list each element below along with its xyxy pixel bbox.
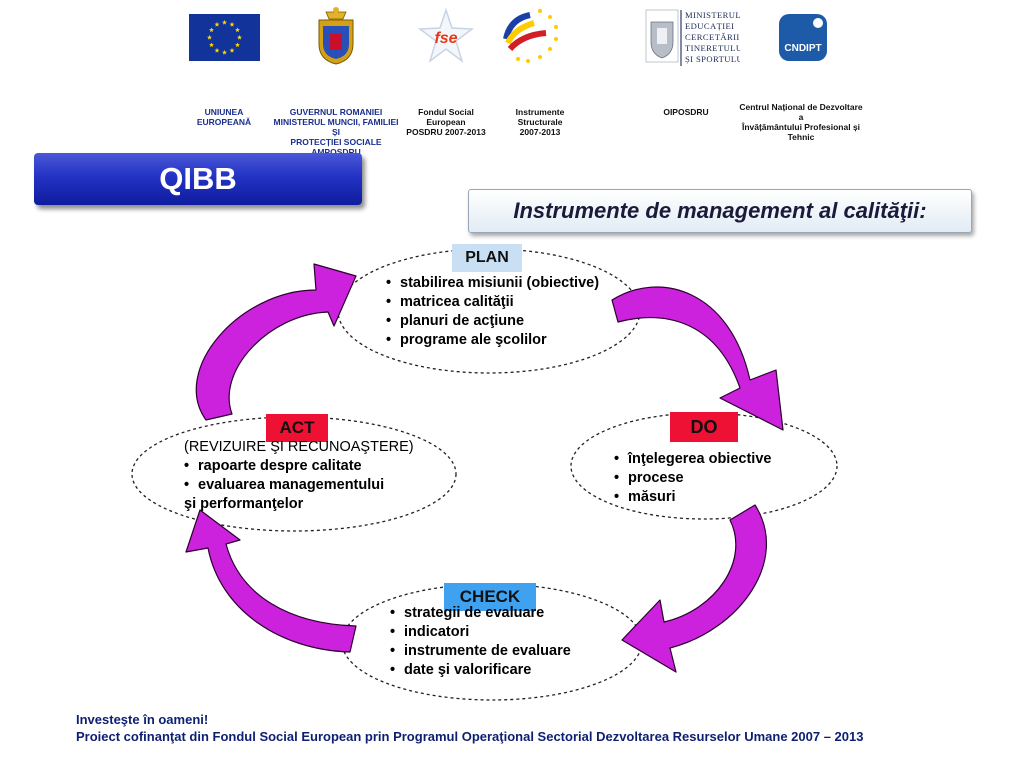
svg-text:CERCETĂRII: CERCETĂRII <box>685 32 740 42</box>
list-item: •înţelegerea obiective <box>614 451 772 467</box>
svg-text:TINERETULUI: TINERETULUI <box>685 43 740 53</box>
eu-star-icon <box>235 27 240 33</box>
check-items: •strategii de evaluare •indicatori •inst… <box>390 604 571 680</box>
svg-text:fse: fse <box>434 30 457 47</box>
eu-star-icon <box>207 34 212 40</box>
act-label: ACT <box>266 414 328 442</box>
caption-cndipt: Centrul Național de Dezvoltare a Învățăm… <box>739 102 863 142</box>
caption-structural-instruments: Instrumente Structurale 2007-2013 <box>515 107 565 137</box>
page-title: QIBB <box>34 153 362 205</box>
list-item: •date şi valorificare <box>390 662 532 678</box>
plan-label: PLAN <box>452 244 522 272</box>
list-item: •planuri de acţiune <box>386 313 525 329</box>
eu-star-icon <box>235 42 240 48</box>
fse-star-logo-icon: fse <box>417 7 475 64</box>
check-label: CHECK <box>444 583 536 611</box>
act-continuation: şi performanţelor <box>184 496 304 512</box>
eu-star-icon <box>237 34 242 40</box>
eu-star-icon <box>214 21 220 27</box>
svg-text:CNDIPT: CNDIPT <box>784 43 821 54</box>
ministry-logo-icon: MINISTERUL EDUCAȚIEI CERCETĂRII TINERETU… <box>645 8 746 68</box>
list-item: •rapoarte despre calitate <box>184 458 362 474</box>
cndipt-logo-icon: CNDIPT <box>778 13 828 62</box>
eu-star-icon <box>229 21 235 27</box>
diagram-subtitle: Instrumente de management al calităţii: <box>468 189 972 233</box>
arrow-plan-to-do <box>611 286 784 431</box>
act-items: (REVIZUIRE ŞI RECUNOAŞTERE) •rapoarte de… <box>184 438 414 514</box>
caption-fse: Fondul Social European POSDRU 2007-2013 <box>406 107 486 137</box>
romania-coat-of-arms-icon <box>313 6 359 66</box>
list-item: •măsuri <box>614 489 676 505</box>
eu-star-icon <box>209 42 214 48</box>
eu-star-icon <box>209 27 214 33</box>
eu-star-icon <box>222 19 227 25</box>
caption-eu: UNIUNEA EUROPEANĂ <box>196 107 252 127</box>
eu-star-icon <box>214 47 220 53</box>
list-item: •evaluarea managementului <box>184 477 385 493</box>
structural-instruments-logo-icon <box>500 5 562 67</box>
caption-oiposdru: OIPOSDRU <box>663 107 709 117</box>
list-item: •strategii de evaluare <box>390 605 545 621</box>
footer-project-note: Proiect cofinanţat din Fondul Social Eur… <box>76 729 864 744</box>
arrow-do-to-check <box>621 504 767 673</box>
plan-items: •stabilirea misiunii (obiective) •matric… <box>386 274 599 350</box>
caption-government: GUVERNUL ROMANIEI MINISTERUL MUNCII, FAM… <box>273 107 399 157</box>
list-item: •indicatori <box>390 624 470 640</box>
do-label: DO <box>670 412 738 442</box>
list-item: •stabilirea misiunii (obiective) <box>386 275 600 291</box>
svg-text:EDUCAȚIEI: EDUCAȚIEI <box>685 21 734 32</box>
do-items: •înţelegerea obiective •procese •măsuri <box>614 450 771 507</box>
list-item: •matricea calităţii <box>386 294 514 310</box>
eu-star-icon <box>229 47 235 53</box>
arrow-check-to-act <box>185 509 357 653</box>
svg-text:MINISTERUL: MINISTERUL <box>685 10 740 20</box>
svg-text:ȘI SPORTULUI: ȘI SPORTULUI <box>685 54 740 64</box>
arrow-act-to-plan <box>195 263 357 421</box>
eu-star-icon <box>222 49 227 55</box>
list-item: •programe ale şcolilor <box>386 332 547 348</box>
act-intro: (REVIZUIRE ŞI RECUNOAŞTERE) <box>184 439 414 455</box>
act-ellipse <box>131 416 457 532</box>
footer-slogan: Investeşte în oameni! <box>76 712 209 727</box>
list-item: •procese <box>614 470 684 486</box>
list-item: •instrumente de evaluare <box>390 643 571 659</box>
eu-flag-icon <box>189 14 260 61</box>
